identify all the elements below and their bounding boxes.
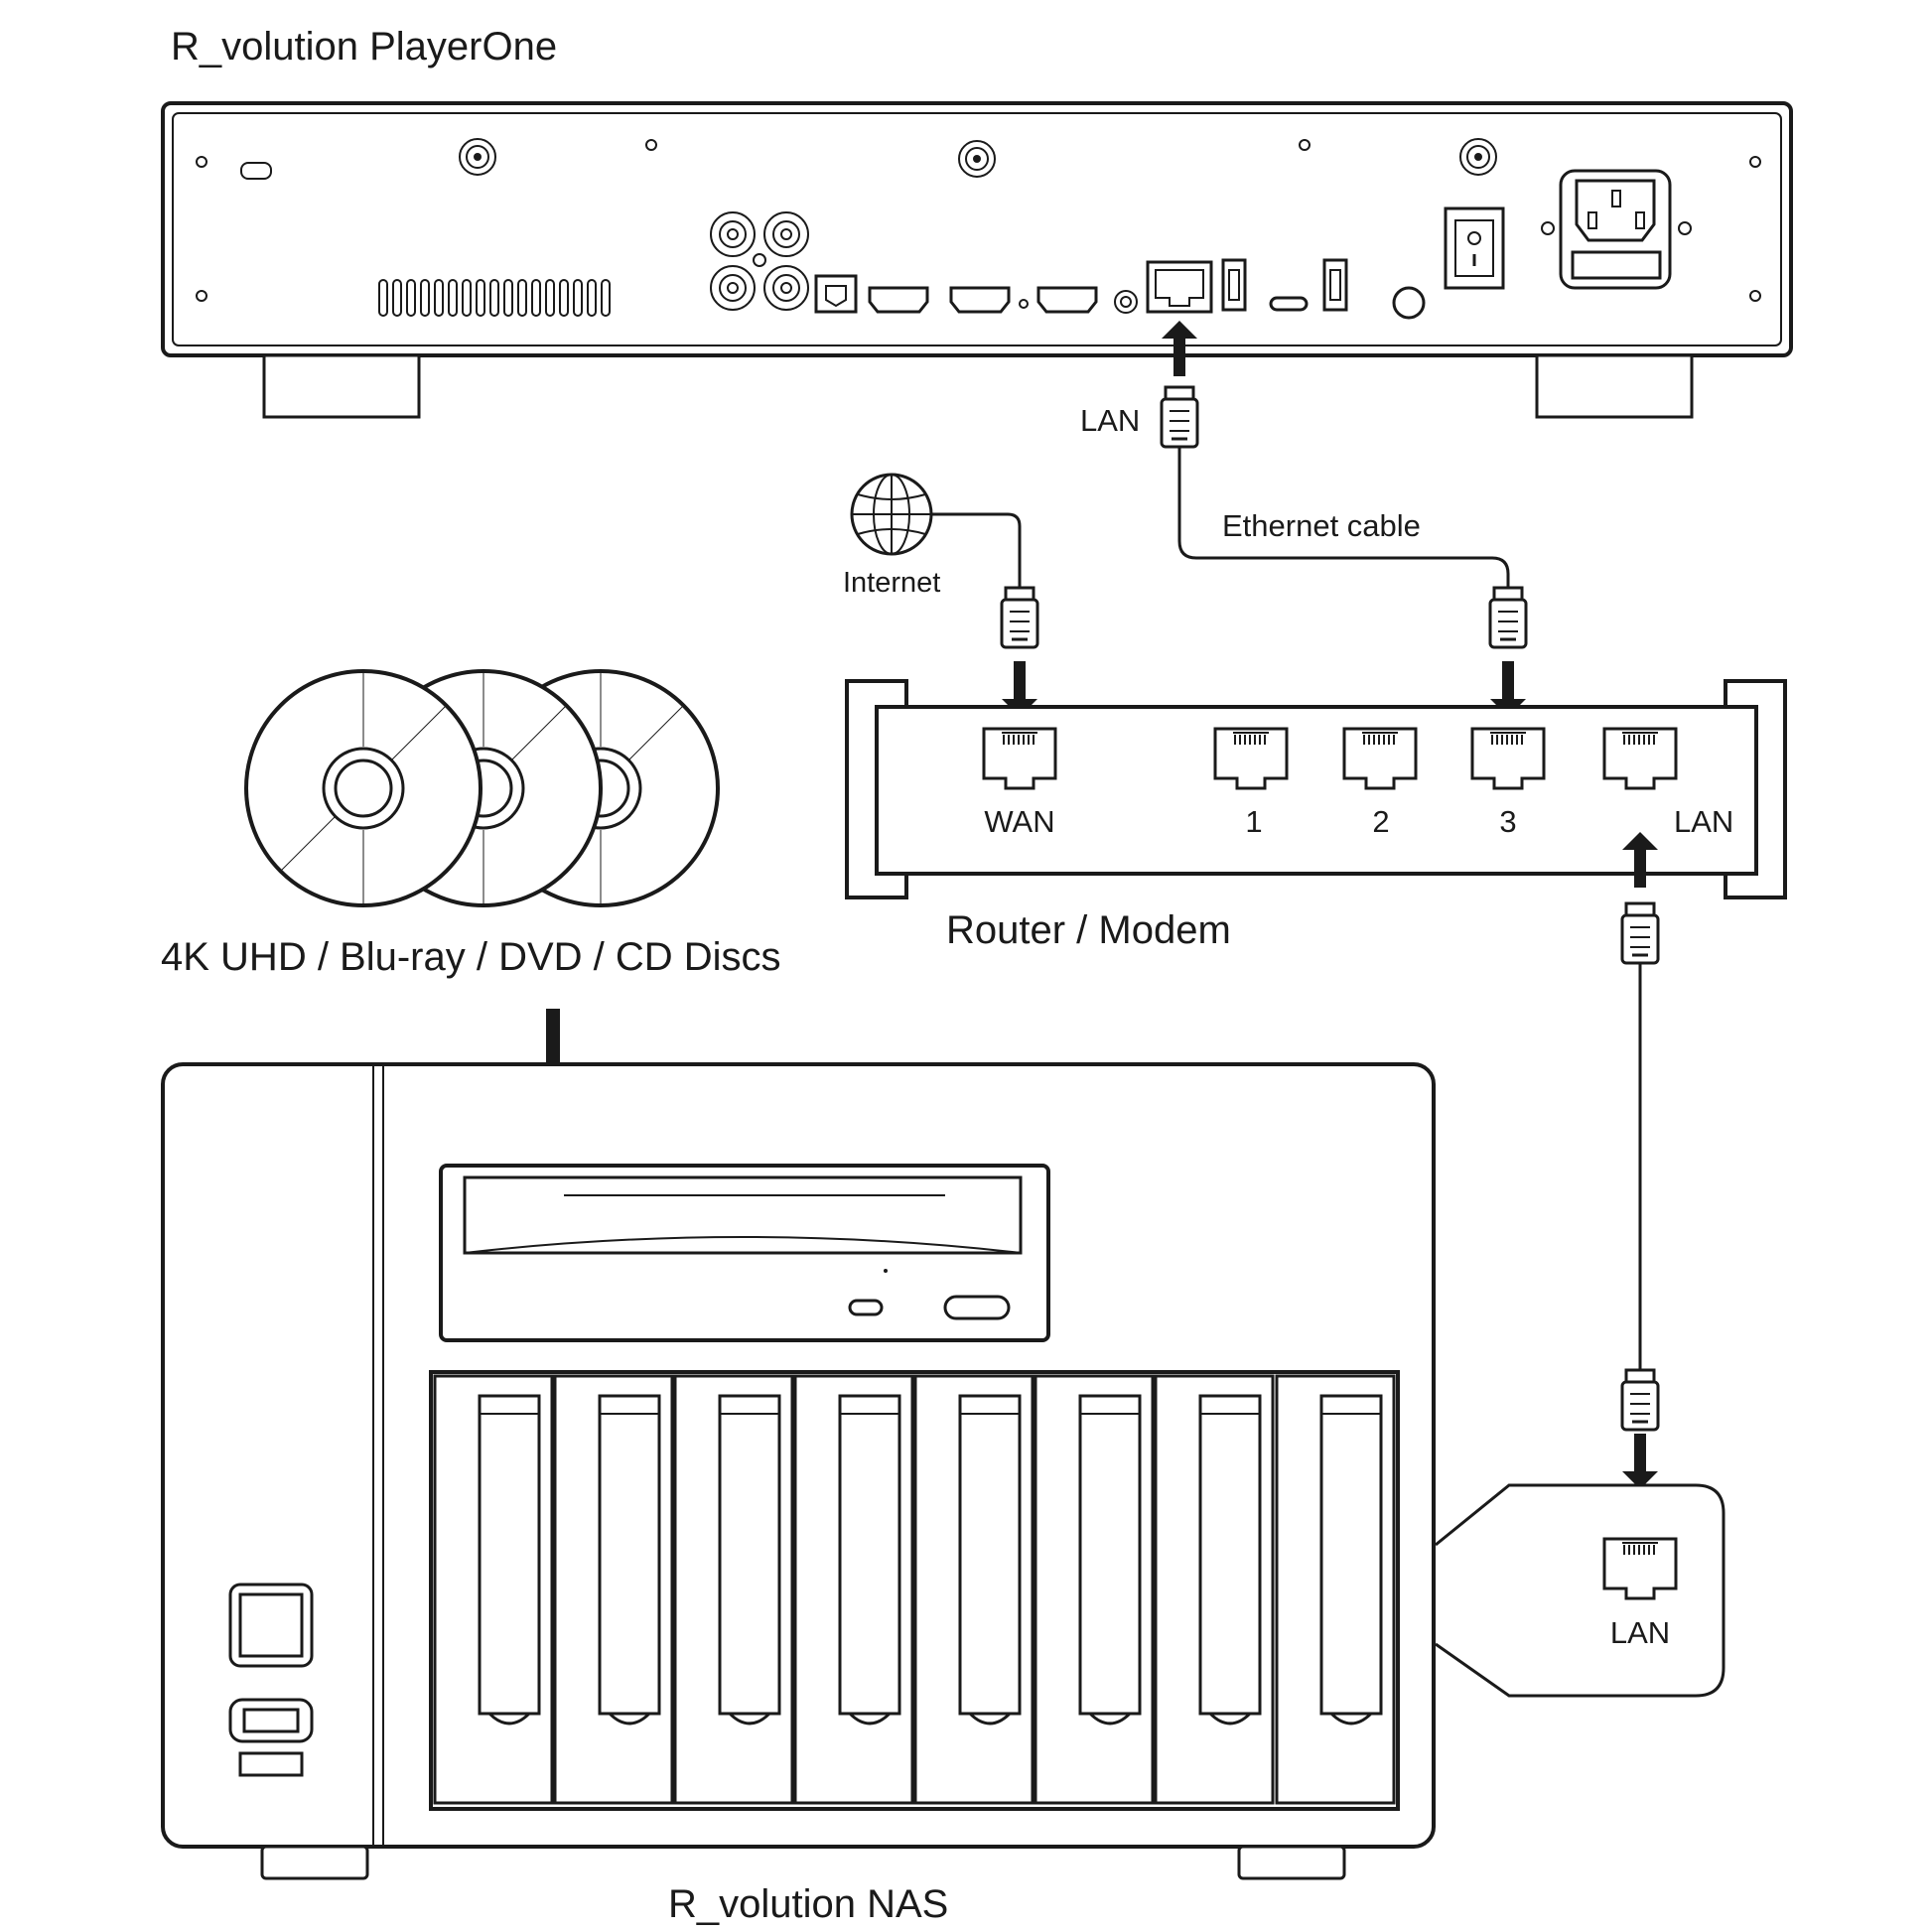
- rj45-plug-icon: [1620, 1368, 1660, 1432]
- power-switch-icon: [1444, 207, 1505, 290]
- vent-grill: [378, 279, 611, 317]
- nas-lan-callout: [1435, 1483, 1725, 1698]
- router-port-lan-label: LAN: [1674, 804, 1733, 839]
- optical-drive: [439, 1164, 1050, 1342]
- left-foot: [262, 353, 421, 419]
- eject-button-icon: [943, 1295, 1011, 1320]
- screw-icon: [196, 156, 207, 168]
- router-lan-port-icon: [1602, 727, 1678, 790]
- player-lan-label: LAN: [1080, 403, 1140, 438]
- rca-connector-icon: [710, 211, 809, 311]
- rj45-plug-icon: [1488, 586, 1528, 649]
- discs-label: 4K UHD / Blu-ray / DVD / CD Discs: [161, 935, 781, 979]
- drive-tray: [913, 1374, 1035, 1805]
- antenna-connector-icon: [459, 138, 1497, 178]
- globe-icon: [850, 473, 933, 556]
- rj45-plug-icon: [1620, 901, 1660, 965]
- screw-icon: [1299, 139, 1311, 151]
- power-inlet-icon: [1541, 169, 1692, 290]
- usb-c-port-icon: [1269, 296, 1309, 312]
- player-rear-panel: [161, 101, 1793, 419]
- ir-port-icon: [1392, 286, 1426, 320]
- nas-usb-port-icon: [228, 1698, 314, 1743]
- drive-tray: [673, 1374, 794, 1805]
- nas-lan-label: LAN: [1610, 1615, 1670, 1650]
- nas-copy-button-icon: [238, 1751, 304, 1777]
- trigger-port-icon: [1114, 290, 1138, 314]
- ethernet-cable-label: Ethernet cable: [1222, 508, 1421, 543]
- rj45-plug-icon: [1000, 586, 1039, 649]
- router-port-2-icon: [1342, 727, 1418, 790]
- nas-right-foot: [1237, 1845, 1346, 1880]
- nas-lan-arrow-icon: [1622, 1434, 1658, 1489]
- ethernet-cable: [1177, 447, 1510, 588]
- screw-icon: [1749, 156, 1761, 168]
- kensington-slot-icon: [240, 162, 272, 180]
- screw-icon: [196, 290, 207, 302]
- drive-tray: [793, 1374, 914, 1805]
- router-port-wan-label: WAN: [984, 804, 1054, 839]
- drive-tray: [553, 1374, 674, 1805]
- usb-port-icon: [1221, 258, 1348, 312]
- nas-left-foot: [260, 1845, 369, 1880]
- screw-icon: [1019, 299, 1029, 309]
- right-foot: [1535, 353, 1694, 419]
- screw-icon: [1749, 290, 1761, 302]
- drive-indicator-icon: [848, 1299, 884, 1316]
- router-port-3-icon: [1470, 727, 1546, 790]
- internet-label: Internet: [843, 567, 940, 599]
- nas-power-button-icon: [228, 1583, 314, 1668]
- screw-icon: [645, 139, 657, 151]
- nas-title: R_volution NAS: [668, 1882, 948, 1926]
- router-title: Router / Modem: [946, 908, 1231, 952]
- drive-bays: [433, 1374, 1396, 1805]
- internet-cable: [931, 512, 1022, 588]
- discs-icon: [244, 669, 720, 907]
- nas-body: [161, 1062, 1436, 1880]
- nas-lan-port-icon: [1602, 1537, 1678, 1600]
- hdmi-port-icon: [868, 286, 1098, 314]
- router-wan-port-icon: [982, 727, 1057, 790]
- rj45-plug-icon: [1160, 385, 1199, 449]
- drive-tray: [1275, 1374, 1396, 1805]
- router-port-3-label: 3: [1499, 804, 1516, 839]
- router-port-1-label: 1: [1245, 804, 1262, 839]
- router-port-1-icon: [1213, 727, 1289, 790]
- drive-tray: [433, 1374, 554, 1805]
- drive-tray: [1154, 1374, 1275, 1805]
- optical-port-icon: [814, 274, 858, 314]
- drive-tray: [1034, 1374, 1155, 1805]
- router-port-2-label: 2: [1372, 804, 1389, 839]
- player-lan-port-icon: [1146, 260, 1213, 314]
- player-title: R_volution PlayerOne: [171, 25, 557, 69]
